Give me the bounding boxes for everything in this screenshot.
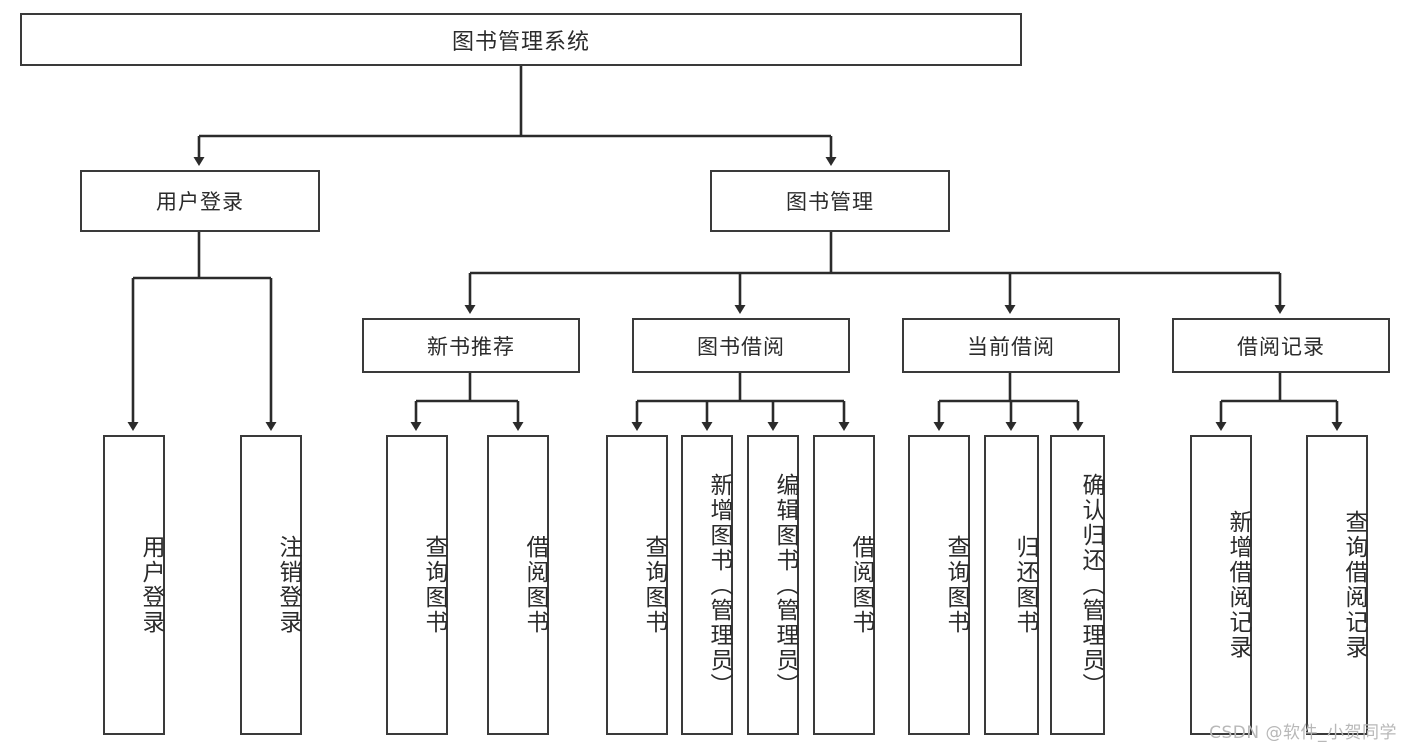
watermark-text: CSDN @软件_小贺同学 xyxy=(1209,723,1397,743)
node-leaf-query-record-label: 查询借阅记录 xyxy=(1341,510,1367,660)
node-leaf-borrow-book-bb[interactable]: 借阅图书 xyxy=(813,435,875,735)
node-leaf-borrow-book-rec-label: 借阅图书 xyxy=(522,535,548,635)
node-leaf-user-login[interactable]: 用户登录 xyxy=(103,435,165,735)
node-borrow-record-label: 借阅记录 xyxy=(1237,334,1325,359)
node-leaf-logout[interactable]: 注销登录 xyxy=(240,435,302,735)
node-leaf-borrow-book-rec[interactable]: 借阅图书 xyxy=(487,435,549,735)
node-leaf-query-book-bb[interactable]: 查询图书 xyxy=(606,435,668,735)
node-leaf-user-login-label: 用户登录 xyxy=(138,535,164,635)
node-book-manage[interactable]: 图书管理 xyxy=(710,170,950,232)
node-leaf-edit-book-label: 编辑图书（管理员） xyxy=(772,472,798,698)
node-leaf-borrow-book-bb-label: 借阅图书 xyxy=(848,535,874,635)
node-user-login-label: 用户登录 xyxy=(156,190,244,214)
node-book-borrow-label: 图书借阅 xyxy=(697,334,785,359)
node-root[interactable]: 图书管理系统 xyxy=(20,13,1022,66)
node-leaf-query-book-rec[interactable]: 查询图书 xyxy=(386,435,448,735)
node-leaf-confirm-return-label: 确认归还（管理员） xyxy=(1078,472,1104,698)
node-book-borrow[interactable]: 图书借阅 xyxy=(632,318,850,373)
node-book-manage-label: 图书管理 xyxy=(786,190,874,214)
node-root-label: 图书管理系统 xyxy=(451,29,590,55)
node-current-borrow-label: 当前借阅 xyxy=(967,334,1055,359)
node-user-login[interactable]: 用户登录 xyxy=(80,170,320,232)
node-borrow-record[interactable]: 借阅记录 xyxy=(1172,318,1390,373)
node-leaf-query-record[interactable]: 查询借阅记录 xyxy=(1306,435,1368,735)
node-leaf-query-book-cb-label: 查询图书 xyxy=(943,535,969,635)
node-leaf-return-book-label: 归还图书 xyxy=(1012,535,1038,635)
node-leaf-add-book-label: 新增图书（管理员） xyxy=(706,472,732,698)
node-leaf-add-record[interactable]: 新增借阅记录 xyxy=(1190,435,1252,735)
node-new-book-rec[interactable]: 新书推荐 xyxy=(362,318,580,373)
node-leaf-confirm-return[interactable]: 确认归还（管理员） xyxy=(1050,435,1105,735)
node-leaf-add-book[interactable]: 新增图书（管理员） xyxy=(681,435,733,735)
node-leaf-query-book-bb-label: 查询图书 xyxy=(641,535,667,635)
node-leaf-return-book[interactable]: 归还图书 xyxy=(984,435,1039,735)
node-leaf-query-book-cb[interactable]: 查询图书 xyxy=(908,435,970,735)
node-leaf-query-book-rec-label: 查询图书 xyxy=(421,535,447,635)
node-leaf-add-record-label: 新增借阅记录 xyxy=(1225,510,1251,660)
node-leaf-edit-book[interactable]: 编辑图书（管理员） xyxy=(747,435,799,735)
node-current-borrow[interactable]: 当前借阅 xyxy=(902,318,1120,373)
node-leaf-logout-label: 注销登录 xyxy=(275,535,301,635)
node-new-book-rec-label: 新书推荐 xyxy=(427,334,515,359)
